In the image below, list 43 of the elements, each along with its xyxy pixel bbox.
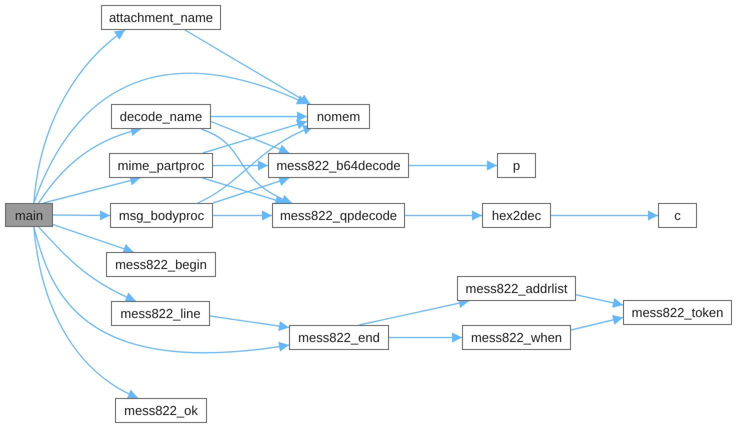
call-arrow [389,332,462,342]
call-arrow [33,226,290,354]
function-box: mess822_token [623,300,732,325]
function-box: hex2dec [482,203,551,228]
function-box: msg_bodyproc [110,203,213,228]
call-arrow [202,177,286,205]
call-arrow [551,210,658,220]
function-box: attachment_name [101,5,221,30]
call-arrow [52,224,134,254]
function-box: mess822_qpdecode [272,203,405,228]
function-box: mess822_b64decode [268,153,409,178]
function-box: p [497,153,536,178]
function-box: nomem [307,104,370,129]
call-arrow [38,126,142,204]
function-box: main [5,203,53,227]
function-box: mime_partproc [109,153,213,178]
call-arrow [33,226,138,399]
call-arrow [33,73,308,204]
call-arrow [570,314,624,331]
call-arrow [409,160,497,170]
call-arrow [184,29,310,105]
call-arrow [53,210,110,220]
call-arrow [33,30,126,204]
call-arrow [200,128,292,204]
function-box: mess822_ok [115,398,207,423]
call-arrow [43,176,140,204]
call-arrow [210,120,290,154]
call-arrow [210,315,290,331]
call-arrow [211,112,307,122]
function-box: decode_name [111,104,211,129]
call-arrow [212,176,290,204]
call-arrow [576,294,624,308]
function-box: mess822_when [462,325,571,350]
function-box: mess822_end [289,325,389,350]
call-arrow [213,210,272,220]
call-arrow [405,210,482,220]
function-box: mess822_line [111,301,210,326]
function-box: c [658,203,697,228]
function-box: mess822_begin [106,252,216,277]
call-arrow [38,226,136,302]
call-arrow [213,160,268,170]
call-arrow [202,120,308,154]
function-box: mess822_addrlist [457,276,576,301]
